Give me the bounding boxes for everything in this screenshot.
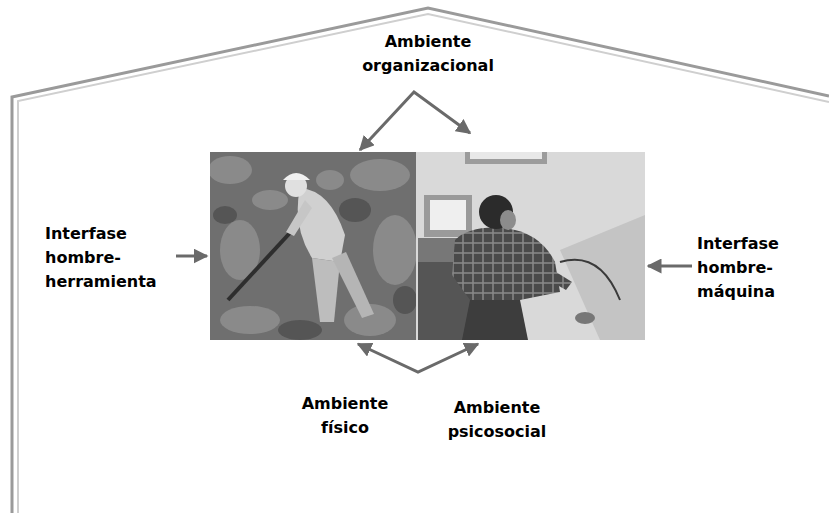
callout-label: Ambiente físico (290, 392, 400, 440)
callout-label: Interfase hombre-herramienta (45, 222, 177, 294)
photo (210, 152, 645, 340)
computer (418, 195, 645, 340)
arrows (176, 92, 692, 372)
callout-label: Ambiente organizacional (328, 30, 528, 78)
operator-figure (452, 195, 572, 340)
house-outline (12, 8, 829, 513)
callout-label: Interfase hombre-máquina (697, 232, 807, 304)
callout-label: Ambiente psicosocial (442, 396, 552, 444)
worker-figure (228, 173, 374, 322)
